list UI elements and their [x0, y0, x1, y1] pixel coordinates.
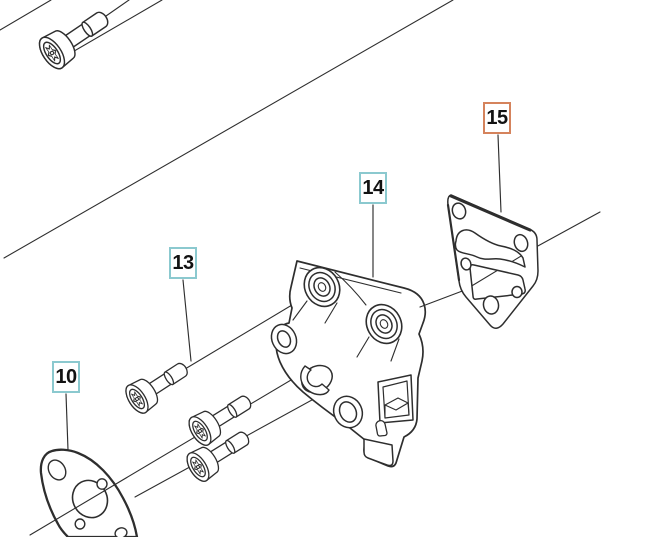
manifold-crescent — [300, 365, 330, 396]
leader-15 — [497, 134, 502, 213]
gasket-15-hole — [511, 285, 523, 299]
gasket-10-hole — [47, 459, 67, 481]
gasket-15-edge-left — [446, 203, 461, 282]
leader-13 — [182, 279, 192, 362]
gasket-10-illustration[interactable] — [39, 448, 139, 537]
manifold-foot — [363, 438, 394, 467]
gasket-10-hole — [74, 518, 86, 530]
manifold-boss-lower — [365, 303, 403, 345]
gasket-15-illustration[interactable] — [446, 194, 539, 329]
callout-10[interactable]: 10 — [52, 361, 80, 393]
axis-line-corner — [0, 0, 52, 31]
leader-lines — [65, 134, 502, 451]
axis-line-screw-a — [169, 295, 308, 379]
manifold-lower-ear — [332, 395, 364, 429]
callout-15[interactable]: 15 — [483, 102, 511, 134]
manifold-14-illustration[interactable] — [267, 260, 427, 468]
leader-10 — [65, 393, 69, 451]
manifold-keyhole — [375, 420, 388, 437]
screw-top-left-illustration[interactable] — [33, 0, 130, 74]
manifold-left-ear — [270, 323, 298, 355]
manifold-outline — [275, 260, 427, 468]
gasket-15-hole — [460, 257, 472, 271]
gasket-10-hole — [114, 527, 128, 537]
axis-line-top-screw-tip — [105, 0, 130, 17]
callout-14[interactable]: 14 — [359, 172, 387, 204]
screw-13-a-illustration[interactable] — [120, 353, 196, 418]
manifold-boss-upper — [303, 266, 341, 308]
axis-line-long — [3, 0, 454, 259]
gasket-15-edge-thick — [449, 194, 532, 232]
callout-13[interactable]: 13 — [169, 247, 197, 279]
gasket-15-hole — [482, 295, 500, 315]
gasket-10-hole — [96, 478, 108, 490]
gasket-15-hole — [451, 202, 467, 220]
gasket-15-hole — [513, 233, 529, 253]
